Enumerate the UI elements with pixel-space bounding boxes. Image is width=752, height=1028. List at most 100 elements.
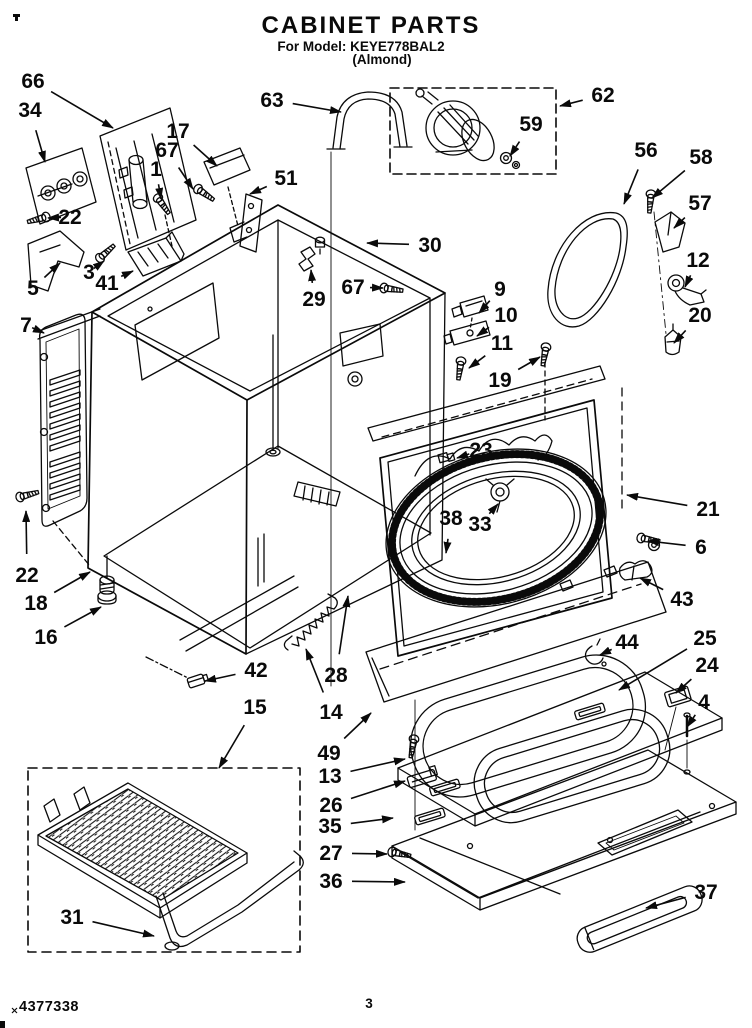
callout-arrow-18 (53, 571, 91, 594)
motor-box (389, 87, 557, 175)
callout-label-29: 29 (302, 288, 325, 311)
callout-arrow-22 (47, 213, 62, 222)
registration-marks (0, 14, 20, 1028)
callout-arrow-25 (618, 648, 688, 691)
callout-arrow-6 (647, 538, 686, 547)
callout-label-24: 24 (695, 654, 719, 677)
callout-arrow-22 (22, 510, 31, 555)
callout-arrow-57 (673, 217, 686, 229)
handle-37 (576, 885, 703, 953)
callout-arrow-7 (31, 324, 45, 334)
callout-label-25: 25 (693, 627, 717, 650)
console-bracket-cluster (25, 91, 413, 292)
callout-arrow-27 (351, 849, 388, 858)
callout-arrow-56 (623, 169, 639, 205)
callout-arrow-17 (193, 144, 218, 167)
callout-label-22: 22 (15, 564, 38, 587)
callout-arrow-33 (487, 503, 499, 515)
callout-label-15: 15 (243, 696, 267, 719)
callout-arrow-14 (305, 648, 325, 693)
clip-26 (406, 765, 438, 789)
callout-label-35: 35 (318, 815, 342, 838)
callout-label-42: 42 (244, 659, 267, 682)
callout-label-11: 11 (491, 332, 514, 355)
callout-label-14: 14 (319, 701, 343, 724)
callout-arrow-58 (651, 169, 686, 199)
grate-leg (155, 850, 304, 951)
callout-arrow-1 (155, 184, 164, 200)
callout-label-37: 37 (694, 881, 717, 904)
callout-label-63: 63 (260, 89, 283, 112)
callout-arrow-44 (599, 646, 613, 656)
leveling-leg (97, 555, 117, 605)
callout-arrow-13 (350, 757, 406, 773)
callout-label-16: 16 (34, 626, 57, 649)
callout-label-43: 43 (670, 588, 693, 611)
callout-label-9: 9 (494, 278, 506, 301)
callout-label-36: 36 (319, 870, 342, 893)
callout-arrow-10 (476, 326, 490, 337)
callout-label-49: 49 (317, 742, 340, 765)
callout-arrow-9 (478, 300, 491, 314)
callout-arrow-26 (350, 780, 406, 800)
callout-label-27: 27 (319, 842, 342, 865)
callout-arrow-38 (443, 538, 452, 554)
color-line: (Almond) (352, 52, 411, 67)
callout-label-51: 51 (274, 167, 298, 190)
bracket-33 (485, 478, 515, 513)
callout-arrow-23 (456, 450, 470, 459)
callout-label-22: 22 (58, 206, 81, 229)
callout-label-20: 20 (688, 304, 711, 327)
base-panel (386, 749, 737, 953)
callout-arrow-20 (673, 329, 687, 344)
callout-arrow-41 (120, 270, 134, 280)
callout-label-62: 62 (591, 84, 614, 107)
callout-arrow-35 (350, 815, 394, 825)
callout-arrow-15 (218, 724, 245, 769)
callout-label-57: 57 (688, 192, 711, 215)
callout-label-6: 6 (695, 536, 707, 559)
callout-label-10: 10 (494, 304, 517, 327)
heater-box (27, 767, 304, 953)
drive-motor (415, 88, 495, 162)
callout-label-58: 58 (689, 146, 713, 169)
doc-number: 4377338 (19, 999, 79, 1015)
callout-arrow-67 (177, 167, 194, 190)
access-panel (365, 531, 667, 703)
callout-label-67: 67 (155, 139, 178, 162)
callout-label-41: 41 (95, 272, 119, 295)
callout-label-44: 44 (615, 631, 639, 654)
callout-label-21: 21 (696, 498, 720, 521)
idler-spring (283, 593, 338, 651)
callout-label-5: 5 (27, 277, 39, 300)
callout-arrow-24 (675, 678, 692, 694)
callout-label-33: 33 (468, 513, 491, 536)
callout-label-17: 17 (166, 120, 189, 143)
front-panel (379, 387, 623, 657)
belt-idler-group (547, 188, 707, 356)
model-line: For Model: KEYE778BAL2 (277, 39, 444, 54)
callout-label-59: 59 (519, 113, 542, 136)
clip-24 (664, 685, 692, 708)
page-number: 3 (365, 996, 373, 1011)
callout-label-34: 34 (18, 99, 42, 122)
callout-arrow-66 (50, 90, 114, 129)
callout-label-13: 13 (318, 765, 341, 788)
callout-arrow-43 (639, 577, 664, 591)
callout-label-31: 31 (60, 906, 84, 929)
door-switch-cluster (367, 295, 606, 442)
callout-label-66: 66 (21, 70, 44, 93)
callout-label-3: 3 (83, 261, 95, 284)
callout-arrow-3 (92, 260, 105, 271)
callout-arrow-34 (35, 129, 46, 163)
callout-label-23: 23 (469, 439, 492, 462)
callout-arrow-37 (645, 896, 686, 910)
callout-arrow-12 (684, 274, 694, 288)
callout-arrow-49 (343, 712, 372, 740)
callout-arrow-42 (204, 673, 236, 683)
callout-arrow-19 (517, 356, 541, 371)
callout-arrow-11 (468, 355, 486, 369)
callout-label-38: 38 (439, 507, 463, 530)
